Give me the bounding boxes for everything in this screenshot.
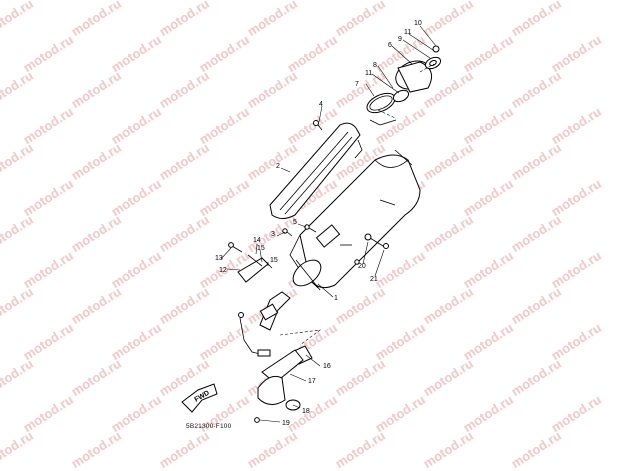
drawing-code: 5B21300-F100 [186, 423, 232, 430]
callout-5: 5 [293, 219, 297, 226]
callout-6: 6 [388, 42, 392, 49]
callout-9: 9 [398, 36, 402, 43]
callout-15-left: 15 [257, 245, 265, 252]
callout-10: 10 [414, 20, 422, 27]
callout-19: 19 [282, 420, 290, 427]
callout-21: 21 [370, 276, 378, 283]
exhaust-pipe [238, 291, 313, 423]
mount-bolts [282, 120, 389, 265]
callout-16: 16 [323, 363, 331, 370]
callout-17: 17 [308, 378, 316, 385]
callout-1: 1 [334, 295, 338, 302]
callout-14: 14 [253, 237, 261, 244]
callout-4: 4 [319, 101, 323, 108]
forward-direction-arrow: FWD [181, 383, 218, 413]
assembly-guide-lines [279, 63, 435, 346]
callout-15-right: 15 [270, 257, 278, 264]
callout-7: 7 [355, 81, 359, 88]
leader-lines [220, 25, 437, 423]
callout-11-mid: 11 [365, 70, 372, 77]
exhaust-bracket [228, 242, 273, 283]
callout-12: 12 [219, 267, 227, 274]
callout-11-top: 11 [404, 29, 411, 36]
callout-8: 8 [373, 62, 377, 69]
callout-3: 3 [271, 231, 275, 238]
tail-cap-assembly [366, 45, 442, 126]
callout-18: 18 [302, 408, 310, 415]
callout-numbers: 1 2 3 4 5 6 7 8 9 10 11 11 12 13 14 15 1… [215, 20, 422, 427]
callout-20: 20 [358, 263, 366, 270]
callout-2: 2 [276, 163, 280, 170]
callout-13: 13 [215, 255, 223, 262]
heat-protector [269, 122, 363, 219]
muffler-body [289, 149, 421, 291]
